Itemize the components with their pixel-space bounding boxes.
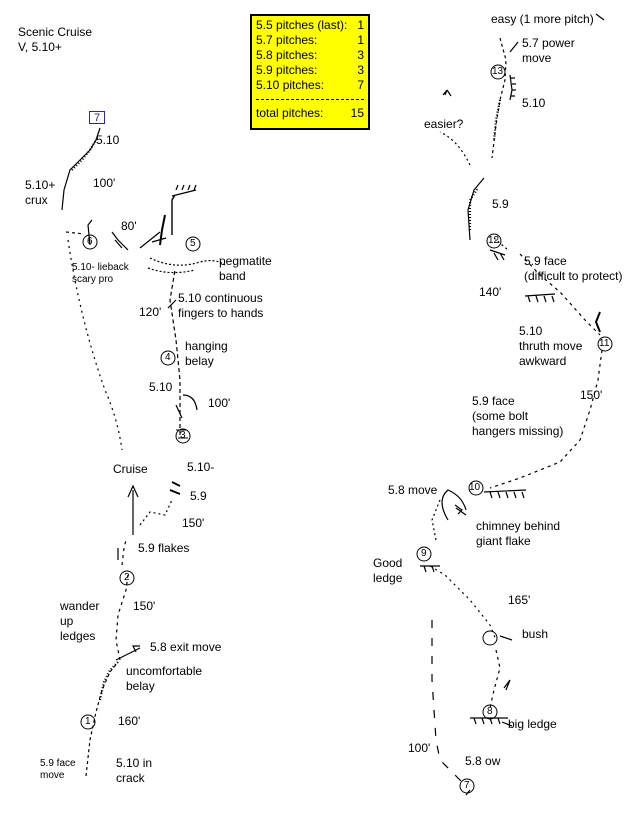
length-100-r: 100' <box>408 741 431 755</box>
pegmatite-label: pegmatite band <box>219 254 272 283</box>
length-140: 140' <box>479 285 502 299</box>
easier-label: easier? <box>424 117 464 131</box>
legend-row: 5.5 pitches (last):1 <box>256 18 364 32</box>
pitch-legend: 5.5 pitches (last):1 5.7 pitches:1 5.8 p… <box>250 14 370 130</box>
grade-5-10-minus: 5.10- <box>187 460 215 474</box>
power-move-label: 5.7 power move <box>522 36 575 65</box>
belay-9: 9 <box>421 548 427 559</box>
cruise-label: Cruise <box>113 462 148 476</box>
belay-4: 4 <box>165 352 171 363</box>
belay-5: 5 <box>190 238 196 249</box>
belay-12: 12 <box>488 235 500 246</box>
length-150b: 150' <box>133 599 156 613</box>
face-difficult-label: 5.9 face (difficult to protect) <box>524 254 623 283</box>
grade-5-10-mid: 5.10 <box>149 380 173 394</box>
grade-5-10-r: 5.10 <box>522 96 546 110</box>
bush-label: bush <box>522 627 549 641</box>
grade-5-10-top: 5.10 <box>96 133 120 147</box>
length-160: 160' <box>118 714 141 728</box>
belay-7: 7 <box>464 780 470 791</box>
legend-divider <box>256 99 364 100</box>
face-move-label: 5.9 face move <box>40 758 76 781</box>
length-165: 165' <box>508 593 531 607</box>
good-ledge-label: Good ledge <box>373 556 403 585</box>
belay-1: 1 <box>85 716 91 727</box>
easy-label: easy (1 more pitch) <box>491 12 594 26</box>
flakes-label: 5.9 flakes <box>138 541 190 555</box>
uncomfortable-label: uncomfortable belay <box>126 664 203 693</box>
exit-move-label: 5.8 exit move <box>150 640 222 654</box>
belay-10: 10 <box>469 482 481 493</box>
belay-13: 13 <box>492 66 504 77</box>
length-100a: 100' <box>93 176 116 190</box>
length-100b: 100' <box>208 396 231 410</box>
continuous-label: 5.10 continuous fingers to hands <box>178 291 264 320</box>
belay-6: 6 <box>87 236 93 247</box>
length-150a: 150' <box>182 516 205 530</box>
belay-2: 2 <box>124 572 130 583</box>
hanging-belay-label: hanging belay <box>185 339 228 368</box>
legend-row: 5.9 pitches:3 <box>256 63 364 77</box>
thruth-label: 5.10 thruth move awkward <box>519 324 583 368</box>
length-120: 120' <box>139 305 162 319</box>
grade-5-9: 5.9 <box>190 489 207 503</box>
legend-row: 5.8 pitches:3 <box>256 48 364 62</box>
wander-label: wander up ledges <box>60 599 100 643</box>
legend-row: 5.10 pitches:7 <box>256 78 364 92</box>
route-grade: V, 5.10+ <box>18 40 62 54</box>
length-80: 80' <box>121 219 137 233</box>
route-name: Scenic Cruise <box>18 25 93 39</box>
lieback-label: 5.10- lieback scary pro <box>72 262 129 285</box>
belay-11: 11 <box>599 338 610 349</box>
legend-row: 5.7 pitches:1 <box>256 33 364 47</box>
length-150-r: 150' <box>580 388 603 402</box>
grade-5-9-r: 5.9 <box>492 197 509 211</box>
crack-label: 5.10 in crack <box>116 756 153 785</box>
top-pitch-marker: 7 <box>89 111 105 124</box>
belay-8: 8 <box>487 706 493 717</box>
move-5-8-label: 5.8 move <box>388 483 438 497</box>
legend-total: total pitches:15 <box>256 106 364 120</box>
crux-label: 5.10+ crux <box>25 178 56 207</box>
chimney-label: chimney behind giant flake <box>476 519 561 548</box>
ow-label: 5.8 ow <box>465 754 501 768</box>
belay-3: 3 <box>180 430 186 441</box>
big-ledge-label: big ledge <box>508 717 557 731</box>
bolt-hangers-label: 5.9 face (some bolt hangers missing) <box>472 394 564 438</box>
